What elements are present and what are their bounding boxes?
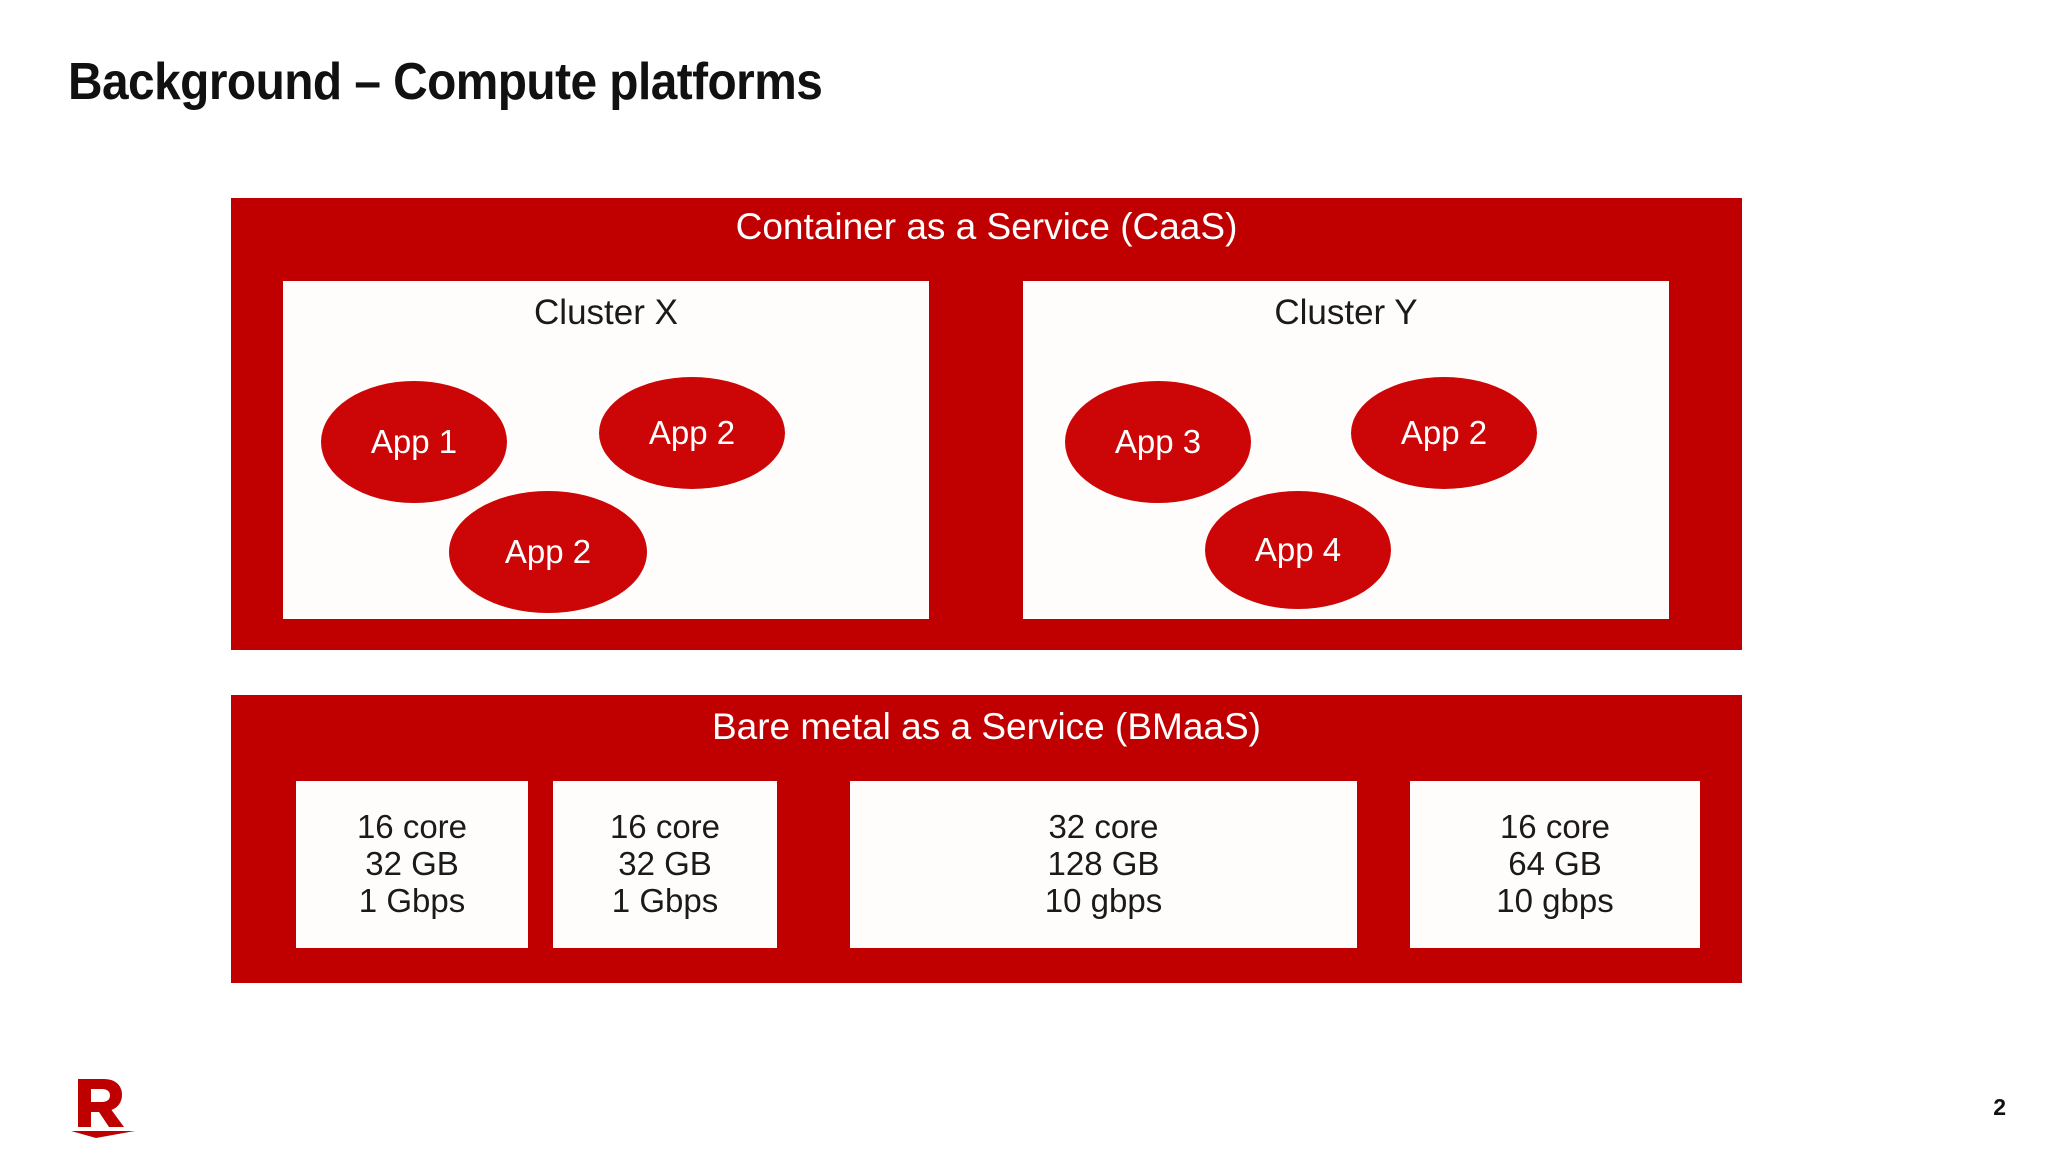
cluster-label-y: Cluster Y: [1274, 293, 1418, 332]
rakuten-r-logo-icon: [66, 1075, 144, 1139]
page-number: 2: [1993, 1094, 2006, 1120]
server-network: 1 Gbps: [611, 881, 719, 919]
app-ellipse[interactable]: App 2: [449, 491, 647, 613]
server-memory: 32 GB: [365, 845, 459, 883]
server-cores: 32 core: [1048, 808, 1159, 846]
bmaas-panel-title: Bare metal as a Service (BMaaS): [711, 706, 1262, 747]
server-card[interactable]: 32 core 128 GB 10 gbps: [850, 781, 1357, 948]
server-memory: 32 GB: [618, 845, 712, 883]
server-memory: 64 GB: [1508, 845, 1602, 883]
app-ellipse[interactable]: App 2: [599, 377, 785, 489]
app-ellipse-label: App 2: [648, 414, 736, 451]
app-ellipse[interactable]: App 4: [1205, 491, 1391, 609]
app-ellipse[interactable]: App 1: [321, 381, 507, 503]
app-ellipse[interactable]: App 2: [1351, 377, 1537, 489]
server-cores: 16 core: [609, 808, 721, 846]
server-memory: 128 GB: [1047, 845, 1160, 883]
server-network: 10 gbps: [1044, 881, 1163, 919]
server-network: 10 gbps: [1496, 881, 1614, 919]
bmaas-panel: Bare metal as a Service (BMaaS) 16 core …: [231, 695, 1742, 983]
app-ellipse-label: App 2: [1400, 414, 1488, 451]
app-ellipse[interactable]: App 3: [1065, 381, 1251, 503]
server-network: 1 Gbps: [358, 881, 466, 919]
app-ellipse-label: App 4: [1254, 531, 1342, 568]
server-card[interactable]: 16 core 64 GB 10 gbps: [1410, 781, 1700, 948]
server-card[interactable]: 16 core 32 GB 1 Gbps: [553, 781, 777, 948]
cluster-label-x: Cluster X: [534, 293, 678, 332]
cluster-card-x[interactable]: Cluster X App 1 App 2 App 2: [283, 281, 929, 619]
caas-panel-title: Container as a Service (CaaS): [735, 206, 1238, 247]
server-cores: 16 core: [356, 808, 468, 846]
caas-panel: Container as a Service (CaaS) Cluster X …: [231, 198, 1742, 650]
server-cores: 16 core: [1499, 808, 1611, 846]
server-card[interactable]: 16 core 32 GB 1 Gbps: [296, 781, 528, 948]
app-ellipse-label: App 2: [504, 533, 592, 570]
cluster-card-y[interactable]: Cluster Y App 3 App 2 App 4: [1023, 281, 1669, 619]
app-ellipse-label: App 1: [370, 423, 458, 460]
app-ellipse-label: App 3: [1114, 423, 1202, 460]
page-title: Background – Compute platforms: [68, 53, 823, 111]
